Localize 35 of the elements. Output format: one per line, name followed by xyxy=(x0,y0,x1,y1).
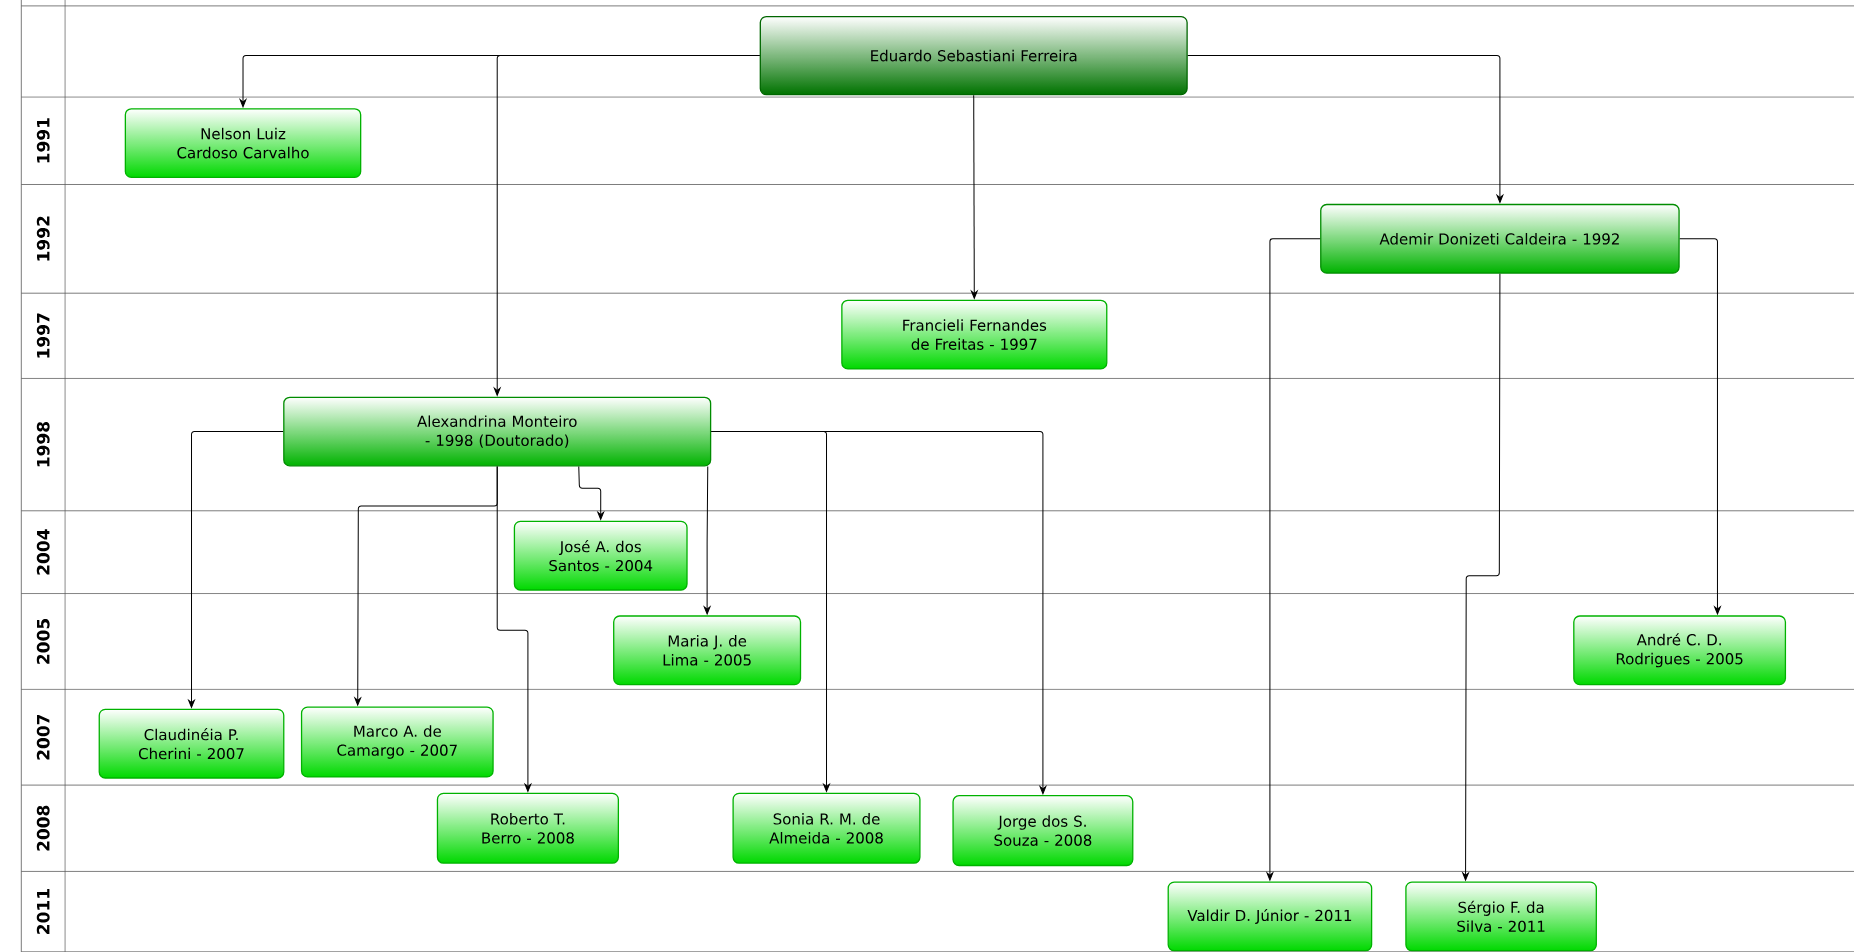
year-label: 1998 xyxy=(36,422,50,467)
person-box: Jorge dos S. Souza - 2008 xyxy=(952,795,1134,867)
year-label: 1997 xyxy=(36,313,50,358)
year-label: 2005 xyxy=(36,619,50,664)
arrow xyxy=(1462,273,1501,881)
person-box: Marco A. de Camargo - 2007 xyxy=(300,706,494,778)
person-box: Eduardo Sebastiani Ferreira xyxy=(759,15,1188,96)
year-label: 2004 xyxy=(36,529,50,575)
arrow xyxy=(1679,238,1721,615)
arrow xyxy=(1266,238,1321,881)
arrow xyxy=(970,94,978,299)
arrow xyxy=(710,431,1047,795)
year-label: 1992 xyxy=(36,216,50,261)
person-box: Nelson Luiz Cardoso Carvalho xyxy=(124,108,362,179)
arrow xyxy=(493,55,761,396)
person-box: Ademir Donizeti Caldeira - 1992 xyxy=(1320,203,1680,274)
person-box: Roberto T. Berro - 2008 xyxy=(436,792,619,864)
person-box: Maria J. de Lima - 2005 xyxy=(613,615,802,686)
year-label: 2007 xyxy=(36,714,50,760)
arrow xyxy=(1187,55,1504,203)
arrow xyxy=(703,466,711,615)
year-label: 1991 xyxy=(36,118,50,163)
arrow xyxy=(496,466,532,792)
person-box: André C. D. Rodrigues - 2005 xyxy=(1573,615,1787,686)
arrow xyxy=(188,431,284,708)
person-box: José A. dos Santos - 2004 xyxy=(513,520,688,591)
year-label: 2011 xyxy=(36,889,50,934)
year-label: 2008 xyxy=(36,805,50,851)
person-box: Claudinéia P. Cherini - 2007 xyxy=(98,708,285,779)
arrow xyxy=(578,466,605,520)
person-box: Valdir D. Júnior - 2011 xyxy=(1167,881,1373,952)
person-box: Francieli Fernandes de Freitas - 1997 xyxy=(841,299,1108,370)
person-box: Sonia R. M. de Almeida - 2008 xyxy=(732,792,921,864)
person-box: Alexandrina Monteiro - 1998 (Doutorado) xyxy=(283,396,712,467)
person-box: Sérgio F. da Silva - 2011 xyxy=(1405,881,1597,952)
